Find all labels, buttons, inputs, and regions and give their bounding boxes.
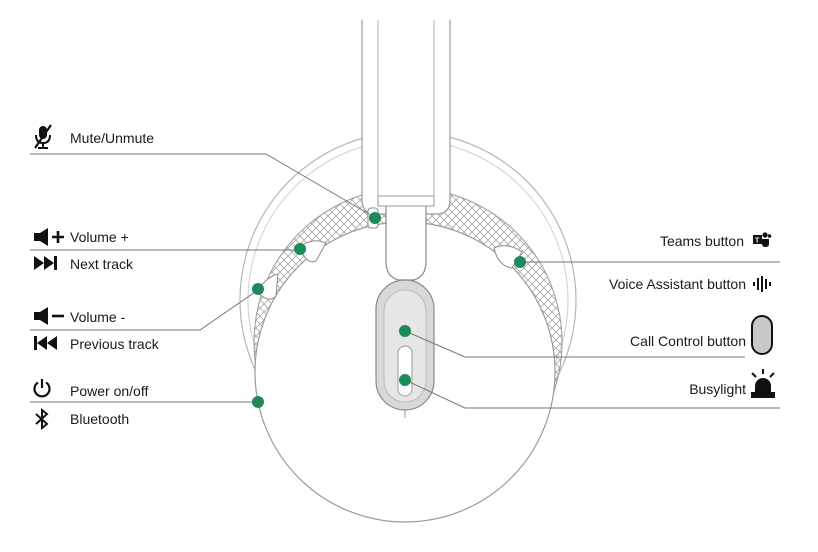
marker-teams <box>514 256 526 268</box>
leader-call-control <box>404 330 745 358</box>
marker-power <box>252 396 264 408</box>
volume-down-button <box>257 273 279 300</box>
busylight-icon <box>751 369 775 398</box>
busylight-slot <box>397 345 413 397</box>
label-volume-down: Volume - <box>70 309 126 325</box>
bluetooth-icon <box>35 408 49 430</box>
headband <box>361 20 451 215</box>
label-teams: Teams button <box>659 233 744 249</box>
marker-volume-down <box>252 283 264 295</box>
marker-busylight <box>399 374 411 386</box>
boom-arm <box>385 198 427 281</box>
volume-down-icon <box>34 307 64 325</box>
label-mute: Mute/Unmute <box>70 130 155 146</box>
svg-text:T: T <box>755 238 760 245</box>
marker-mute <box>369 212 381 224</box>
label-voice-assistant: Voice Assistant button <box>609 276 746 292</box>
marker-volume-up <box>294 243 306 255</box>
label-power: Power on/off <box>70 383 149 399</box>
mic-muted-icon <box>34 124 52 149</box>
voice-assistant-icon <box>753 276 771 292</box>
power-icon <box>33 379 51 398</box>
volume-up-icon <box>34 228 64 246</box>
previous-track-icon <box>34 336 57 350</box>
label-volume-up: Volume + <box>70 229 129 245</box>
marker-call-control <box>399 325 411 337</box>
leader-mute <box>30 153 375 218</box>
call-control-button-icon <box>751 315 773 355</box>
leader-volume-prev <box>30 289 259 331</box>
label-call-control: Call Control button <box>630 333 746 349</box>
volume-up-button <box>299 240 327 263</box>
label-next-track: Next track <box>70 256 134 272</box>
leader-busylight <box>404 379 780 409</box>
teams-icon: T <box>753 232 772 247</box>
next-track-icon <box>34 256 57 270</box>
label-previous-track: Previous track <box>70 336 159 352</box>
label-bluetooth: Bluetooth <box>70 411 130 427</box>
label-busylight: Busylight <box>689 381 746 397</box>
